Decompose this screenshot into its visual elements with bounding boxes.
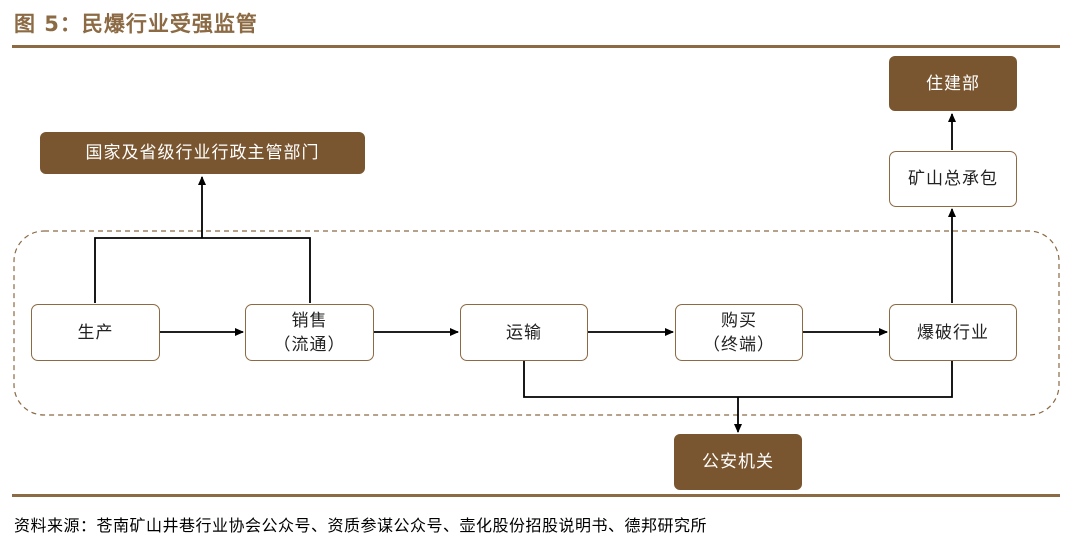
top-rule xyxy=(12,45,1060,48)
bottom-rule xyxy=(12,494,1060,497)
industry-chain-boundary xyxy=(13,230,1060,416)
node-blasting: 爆破行业 xyxy=(889,304,1017,361)
node-production-label: 生产 xyxy=(77,322,114,343)
node-production: 生产 xyxy=(31,304,160,361)
connector-transport-blasting-to-police xyxy=(523,361,953,432)
node-purchase-sublabel: （终端） xyxy=(703,334,775,355)
node-transport: 运输 xyxy=(460,304,588,361)
node-purchase: 购买 （终端） xyxy=(675,304,803,361)
source-note: 资料来源：苍南矿山井巷行业协会公众号、资质参谋公众号、壶化股份招股说明书、德邦研… xyxy=(14,516,708,535)
node-sales-label: 销售 xyxy=(291,310,328,331)
node-sales-sublabel: （流通） xyxy=(273,334,346,355)
node-industry-authority: 国家及省级行业行政主管部门 xyxy=(40,132,365,174)
node-housing-ministry: 住建部 xyxy=(889,56,1017,111)
node-mining-contracting: 矿山总承包 xyxy=(889,151,1017,207)
connector-production-sales-to-authority xyxy=(94,177,311,303)
node-transport-label: 运输 xyxy=(506,322,542,343)
node-housing-ministry-label: 住建部 xyxy=(926,73,980,94)
node-industry-authority-label: 国家及省级行业行政主管部门 xyxy=(85,143,320,163)
node-mining-contracting-label: 矿山总承包 xyxy=(908,169,998,189)
node-blasting-label: 爆破行业 xyxy=(917,322,989,343)
node-public-security-label: 公安机关 xyxy=(702,452,774,472)
node-public-security: 公安机关 xyxy=(674,434,802,490)
node-sales: 销售 （流通） xyxy=(245,304,374,361)
figure-title: 图 5：民爆行业受强监管 xyxy=(14,12,258,36)
node-purchase-label: 购买 xyxy=(721,310,757,331)
